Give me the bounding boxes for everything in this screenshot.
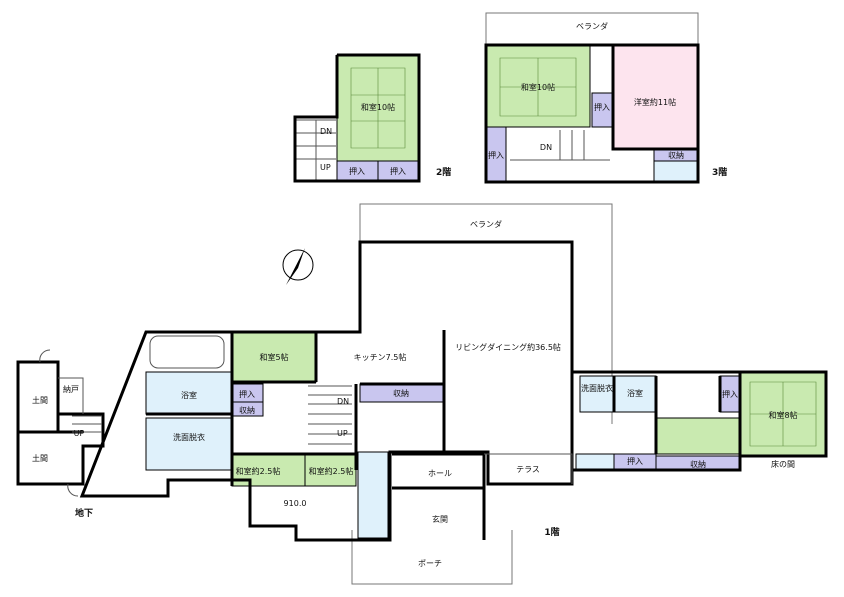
bath-left-label: 浴室	[181, 390, 197, 400]
bath-right-label: 浴室	[627, 388, 643, 398]
toilet-3f	[653, 160, 699, 183]
genkan-label: 玄関	[432, 514, 448, 524]
up-1f-label: UP	[337, 429, 348, 438]
floor-3-label: 3階	[712, 166, 727, 178]
basement-floor-label: 地下	[75, 507, 93, 519]
shuno-1f-a-label: 収納	[239, 405, 255, 415]
washitsu-25-a-label: 和室約2.5帖	[236, 466, 281, 476]
shuno-1f-c-label: 収納	[690, 459, 706, 469]
up-basement-label: UP	[74, 429, 85, 438]
washitsu-5-label: 和室5帖	[259, 352, 288, 362]
washitsu-8-label: 和室8帖	[768, 410, 797, 420]
bath-right	[613, 375, 657, 413]
floor-2-plan: 和室10帖 DN UP 押入 押入 2階	[293, 53, 451, 183]
doma-top-label: 土間	[32, 395, 48, 405]
floor-1-label: 1階	[544, 526, 559, 538]
floor-3-plan: ベランダ 和室10帖 洋室約11帖 押入 押入 DN 収納 3階	[484, 12, 727, 184]
oshiire-3f-b-label: 押入	[488, 150, 504, 160]
shuno-3f-label: 収納	[668, 150, 684, 160]
bath-left	[145, 371, 233, 415]
dn-3f-label: DN	[540, 143, 552, 152]
youshitsu-11-3f-label: 洋室約11帖	[634, 97, 676, 107]
floor-2-label: 2階	[436, 166, 451, 178]
washitsu-10-2f-label: 和室10帖	[361, 102, 395, 112]
terrace-label: テラス	[516, 465, 540, 474]
compass-north-arrow-icon	[282, 248, 314, 285]
washitsu-25-b-label: 和室約2.5帖	[309, 466, 354, 476]
oshiire-1f-c-label: 押入	[627, 456, 643, 466]
senmen-left	[145, 417, 233, 471]
nando-label: 納戸	[63, 384, 79, 394]
basement-plan: 土間 納戸 UP 土間 地下	[16, 349, 105, 519]
floor-1-plan: ベランダ ポーチ 和室5帖 キッチン7.5帖 リビ	[79, 203, 828, 585]
hall-label: ホール	[428, 469, 452, 478]
veranda-3f-label: ベランダ	[576, 21, 608, 31]
tokonoma-label: 床の間	[771, 459, 795, 469]
up-2f-label: UP	[320, 163, 331, 172]
toilet-area	[357, 451, 389, 539]
living-label: リビングダイニング約36.5帖	[455, 342, 561, 352]
shuno-1f-b-label: 収納	[393, 388, 409, 398]
veranda-1f-label: ベランダ	[470, 219, 502, 229]
porch-label: ポーチ	[418, 559, 442, 568]
oshiire-1f-b-label: 押入	[722, 389, 738, 399]
washitsu-10-3f-label: 和室10帖	[521, 82, 555, 92]
doma-bottom-label: 土間	[32, 453, 48, 463]
dn-2f-label: DN	[320, 127, 332, 136]
senmen-right	[579, 375, 615, 413]
oshiire-3f-a-label: 押入	[594, 102, 610, 112]
tatami-corridor	[655, 417, 741, 455]
dimension-label: 910.0	[284, 499, 307, 508]
senmen-right-label-1: 洗面脱衣	[581, 383, 613, 393]
oshiire-2f-a-label: 押入	[349, 166, 365, 176]
oshiire-1f-a-label: 押入	[239, 389, 255, 399]
kitchen-label: キッチン7.5帖	[354, 352, 407, 362]
dn-1f-label: DN	[337, 397, 349, 406]
oshiire-2f-b-label: 押入	[390, 166, 406, 176]
toilet-right	[575, 453, 615, 471]
senmen-left-label: 洗面脱衣	[173, 432, 205, 442]
youshitsu-11-3f	[612, 44, 699, 150]
